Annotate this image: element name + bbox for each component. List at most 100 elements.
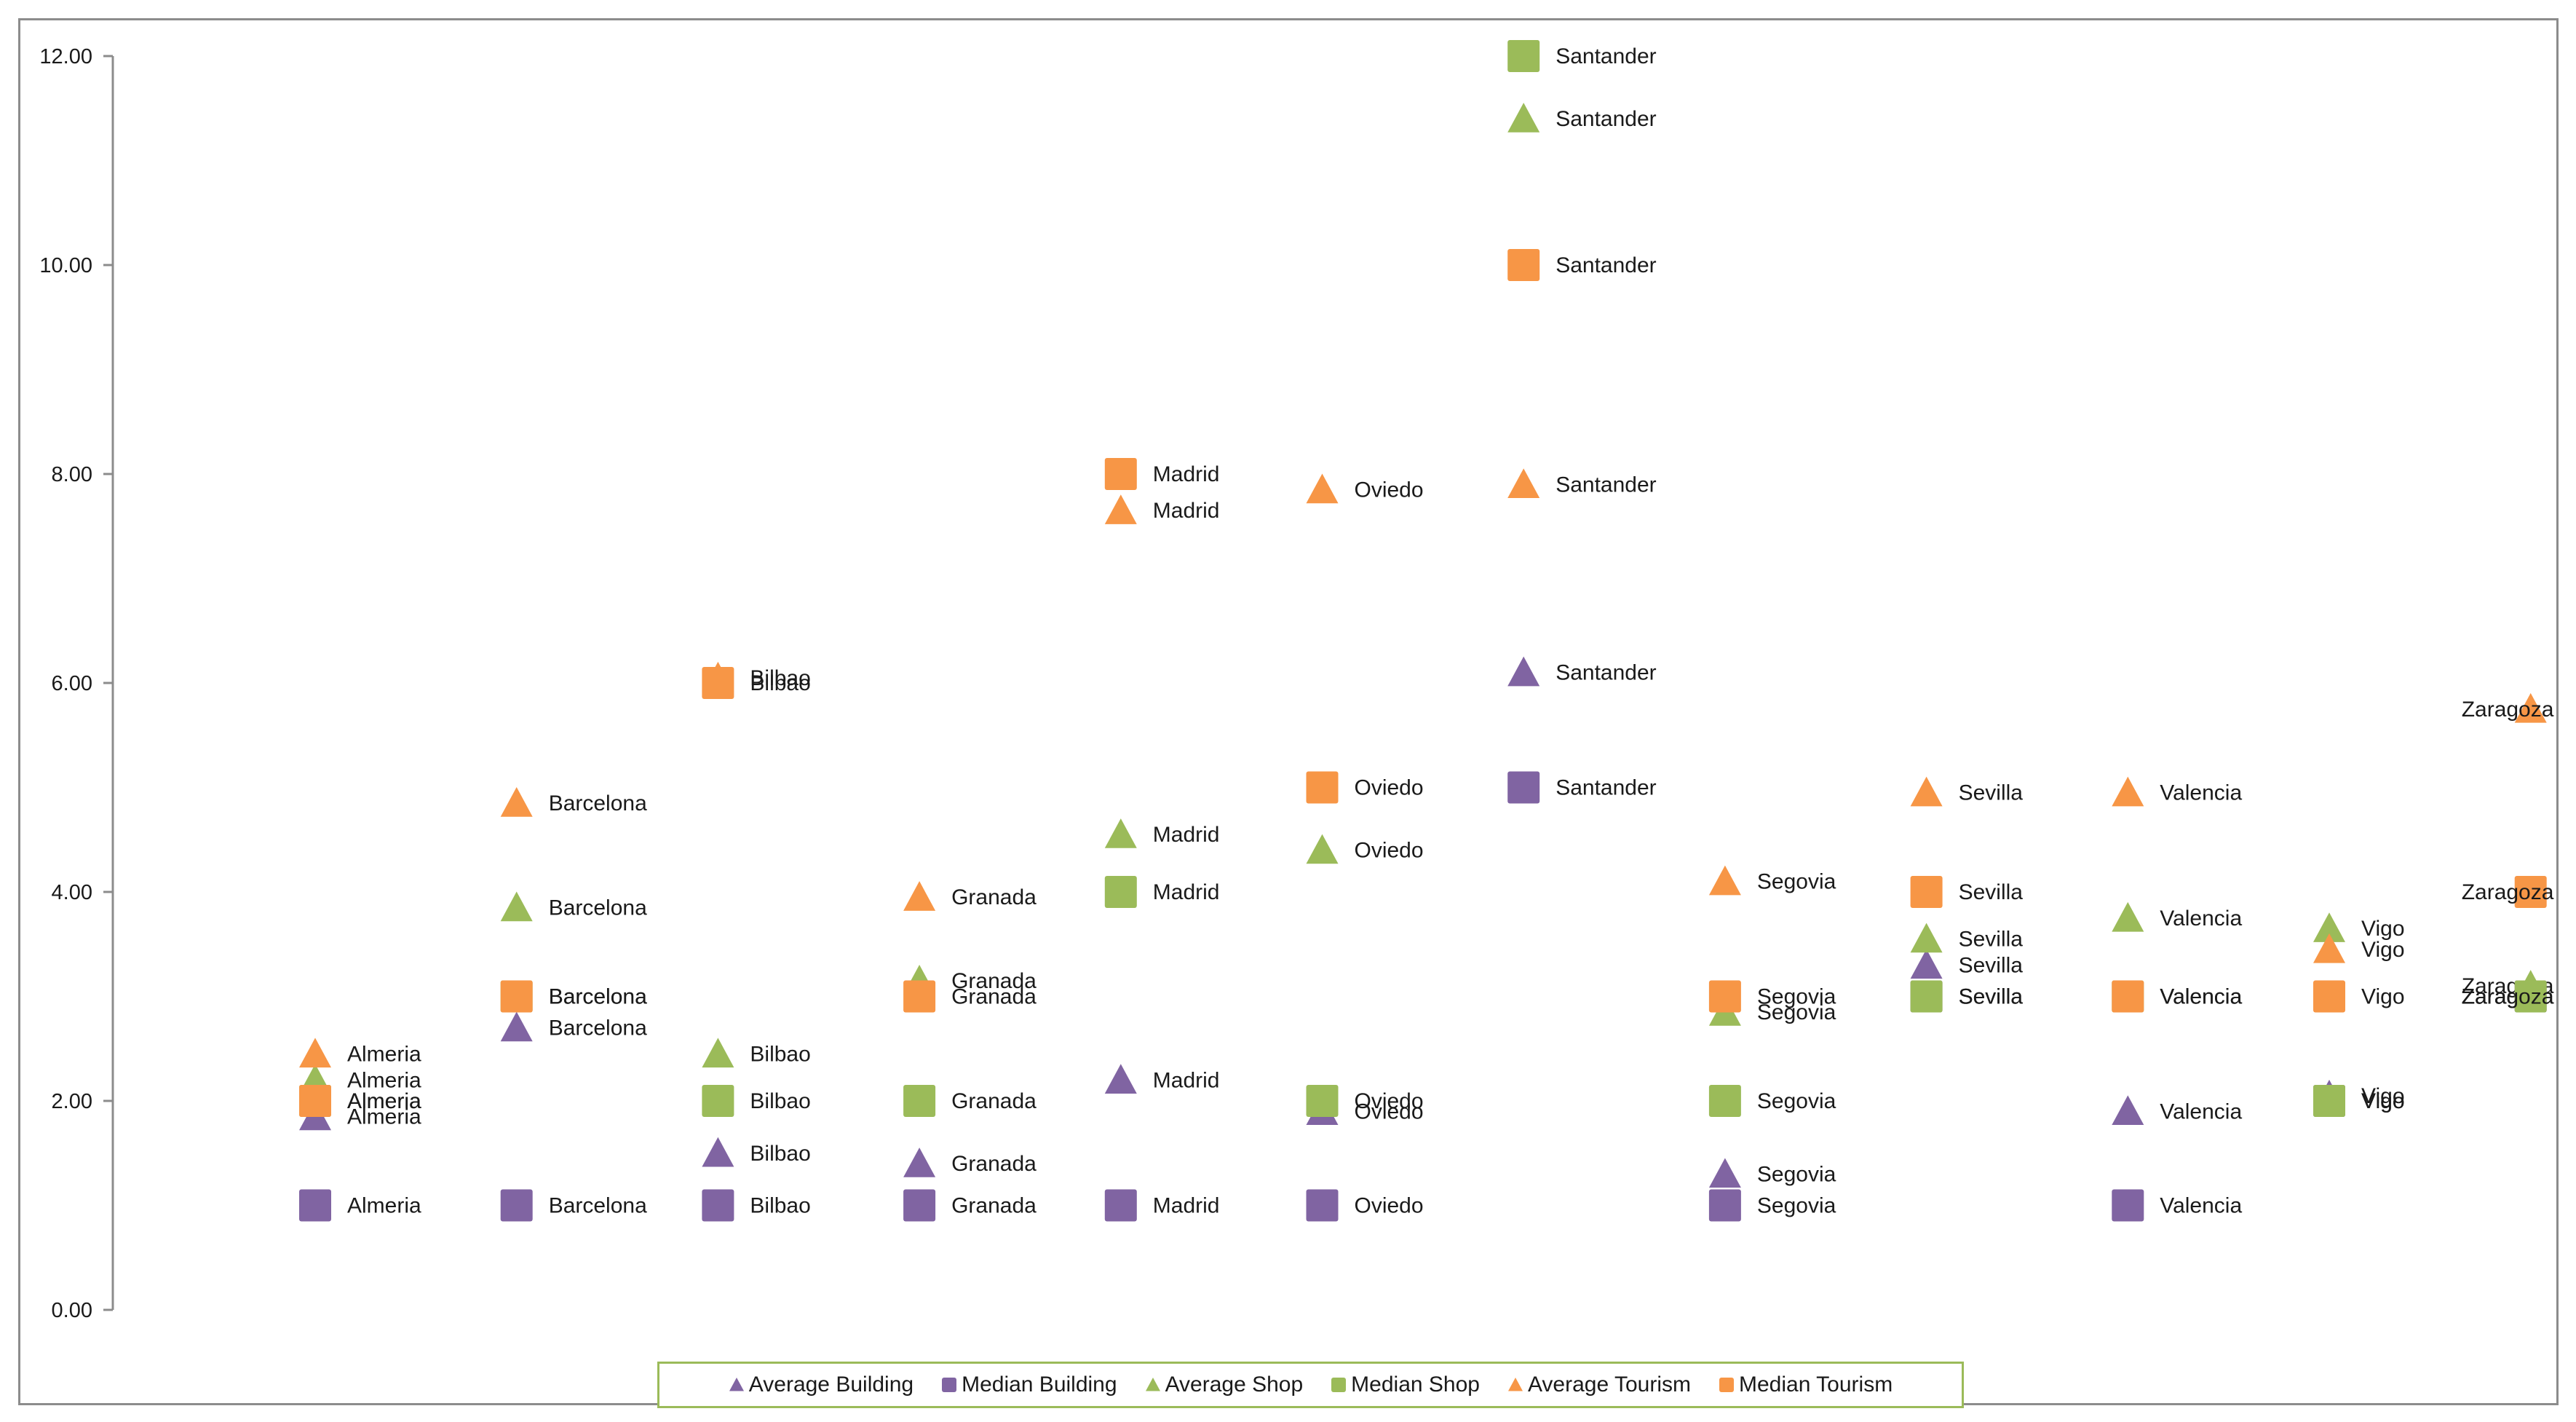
point-label: Santander bbox=[1555, 44, 1656, 68]
point-label: Valencia bbox=[2160, 781, 2242, 805]
point-label: Vigo bbox=[2361, 985, 2405, 1009]
point-median-building bbox=[702, 1189, 734, 1222]
point-label: Madrid bbox=[1153, 880, 1220, 904]
legend-marker-icon bbox=[942, 1378, 957, 1392]
point-label: Valencia bbox=[2160, 906, 2242, 931]
point-label: Vigo bbox=[2361, 917, 2405, 941]
point-median-tourism bbox=[2112, 980, 2144, 1013]
y-tick-label: 8.00 bbox=[52, 463, 92, 486]
point-label: Santander bbox=[1555, 661, 1656, 685]
point-label: Madrid bbox=[1153, 1068, 1220, 1092]
point-average-tourism bbox=[1910, 776, 1943, 807]
legend-marker-icon bbox=[1331, 1378, 1347, 1392]
point-label: Valencia bbox=[2160, 985, 2242, 1009]
point-label: Barcelona bbox=[549, 896, 647, 920]
point-label: Barcelona bbox=[549, 985, 647, 1009]
point-median-building bbox=[299, 1189, 331, 1222]
point-label: Segovia bbox=[1757, 1162, 1836, 1186]
point-label: Madrid bbox=[1153, 823, 1220, 847]
point-average-building bbox=[702, 1137, 734, 1167]
point-label: Oviedo bbox=[1355, 478, 1424, 502]
point-label: Bilbao bbox=[750, 1194, 810, 1218]
point-average-building bbox=[903, 1148, 936, 1177]
legend-label: Median Shop bbox=[1351, 1372, 1480, 1397]
point-label: Almeria bbox=[347, 1042, 421, 1066]
point-average-shop bbox=[500, 891, 533, 922]
point-label: Santander bbox=[1555, 473, 1656, 497]
point-average-shop bbox=[702, 1038, 734, 1068]
point-average-shop bbox=[1910, 923, 1943, 953]
point-average-tourism bbox=[2313, 933, 2345, 963]
point-median-shop bbox=[2514, 980, 2547, 1013]
point-label: Santander bbox=[1555, 107, 1656, 131]
point-label: Valencia bbox=[2160, 985, 2242, 1009]
point-label: Barcelona bbox=[549, 1194, 647, 1218]
point-average-tourism bbox=[1104, 494, 1137, 524]
legend-item: Median Tourism bbox=[1719, 1372, 1893, 1397]
point-average-tourism bbox=[1507, 468, 1540, 499]
point-label: Oviedo bbox=[1355, 1099, 1424, 1123]
legend-marker bbox=[1331, 1378, 1347, 1392]
point-average-building bbox=[1507, 656, 1540, 687]
point-average-building bbox=[2112, 1095, 2144, 1126]
point-median-building bbox=[1507, 771, 1540, 804]
point-average-tourism bbox=[903, 881, 936, 911]
legend-marker bbox=[1507, 1378, 1523, 1391]
point-label: Barcelona bbox=[549, 791, 647, 815]
point-average-building bbox=[500, 1011, 533, 1042]
point-label: Segovia bbox=[1757, 1089, 1836, 1113]
point-average-shop bbox=[2112, 901, 2144, 932]
point-label: Sevilla bbox=[1959, 953, 2024, 977]
point-average-shop bbox=[1306, 834, 1339, 864]
point-label: Granada bbox=[951, 969, 1037, 993]
point-label: Bilbao bbox=[750, 1042, 810, 1066]
point-label: Bilbao bbox=[750, 666, 810, 690]
point-median-shop bbox=[1306, 1085, 1339, 1117]
legend-item: Median Shop bbox=[1331, 1372, 1480, 1397]
point-label: Santander bbox=[1555, 776, 1656, 800]
legend-marker bbox=[729, 1378, 744, 1391]
point-median-shop bbox=[1708, 1085, 1741, 1117]
point-average-tourism bbox=[500, 787, 533, 817]
point-label: Sevilla bbox=[1959, 781, 2024, 805]
point-median-building bbox=[1708, 1189, 1741, 1222]
point-label: Madrid bbox=[1153, 499, 1220, 523]
y-tick-label: 2.00 bbox=[52, 1090, 92, 1113]
point-average-shop bbox=[1507, 103, 1540, 133]
point-median-tourism bbox=[1104, 458, 1137, 490]
legend-label: Average Building bbox=[748, 1372, 914, 1397]
point-label: Granada bbox=[951, 985, 1037, 1009]
legend-label: Average Shop bbox=[1165, 1372, 1304, 1397]
point-label: Granada bbox=[951, 1089, 1037, 1113]
legend-marker-icon bbox=[1145, 1378, 1160, 1391]
point-label: Vigo bbox=[2361, 1089, 2405, 1113]
point-label: Valencia bbox=[2160, 1099, 2242, 1123]
legend-item: Average Tourism bbox=[1507, 1372, 1691, 1397]
point-median-tourism bbox=[2313, 980, 2345, 1013]
legend-label: Median Tourism bbox=[1738, 1372, 1893, 1397]
point-label: Barcelona bbox=[549, 985, 647, 1009]
point-label: Sevilla bbox=[1959, 985, 2024, 1009]
legend-item: Average Shop bbox=[1145, 1372, 1304, 1397]
point-label: Oviedo bbox=[1355, 776, 1424, 800]
point-median-tourism bbox=[1910, 876, 1943, 908]
point-label: Madrid bbox=[1153, 462, 1220, 486]
y-tick-label: 10.00 bbox=[39, 254, 92, 277]
point-label: Sevilla bbox=[1959, 880, 2024, 904]
point-label: Vigo bbox=[2361, 1084, 2405, 1108]
point-label: Granada bbox=[951, 1152, 1037, 1176]
point-average-tourism bbox=[299, 1038, 331, 1068]
legend-marker bbox=[942, 1378, 957, 1392]
point-median-building bbox=[2112, 1189, 2144, 1222]
point-median-tourism bbox=[299, 1085, 331, 1117]
point-median-shop bbox=[1507, 40, 1540, 72]
point-median-building bbox=[500, 1189, 533, 1222]
point-label: Almeria bbox=[347, 1105, 421, 1129]
point-label: Oviedo bbox=[1355, 839, 1424, 863]
point-label: Segovia bbox=[1757, 1000, 1836, 1024]
y-tick-label: 0.00 bbox=[52, 1299, 92, 1322]
point-label: Almeria bbox=[347, 1089, 421, 1113]
